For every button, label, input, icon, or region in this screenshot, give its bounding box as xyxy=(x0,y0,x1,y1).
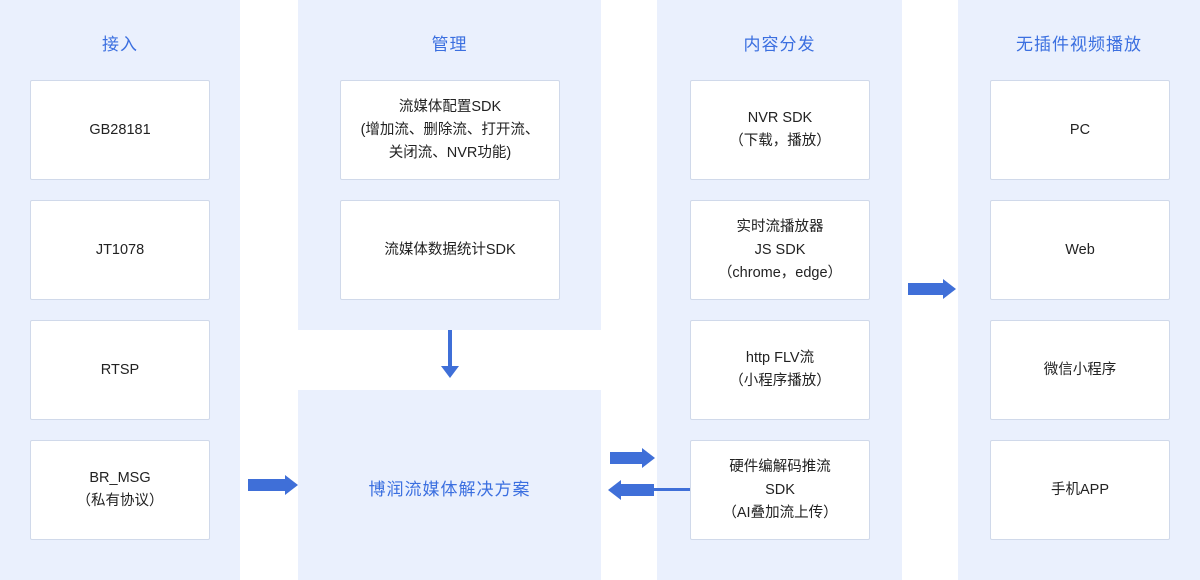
column-title-playback: 无插件视频播放 xyxy=(1016,35,1142,54)
node-line: JT1078 xyxy=(95,241,145,258)
node-line: BR_MSG xyxy=(89,470,151,486)
node-line: RTSP xyxy=(100,361,140,378)
node-gb28181[interactable]: GB28181 xyxy=(30,80,210,180)
column-title-management: 管理 xyxy=(431,35,468,54)
node-stream-config-sdk[interactable]: 流媒体配置SDK (增加流、删除流、打开流、 关闭流、NVR功能) xyxy=(340,80,560,180)
node-line: JS SDK xyxy=(754,241,806,258)
node-rtsp[interactable]: RTSP xyxy=(30,320,210,420)
node-line: NVR SDK xyxy=(747,110,813,126)
node-line: Web xyxy=(1065,241,1095,258)
node-line: （chrome，edge） xyxy=(717,264,843,281)
node-mobile-app[interactable]: 手机APP xyxy=(990,440,1170,540)
node-stream-stats-sdk[interactable]: 流媒体数据统计SDK xyxy=(340,200,560,300)
node-line: （小程序播放） xyxy=(729,373,831,389)
node-http-flv[interactable]: http FLV流 （小程序播放） xyxy=(690,320,870,420)
node-line: （下载，播放） xyxy=(729,133,831,149)
node-nvr-sdk[interactable]: NVR SDK （下载，播放） xyxy=(690,80,870,180)
connector-distribution-line xyxy=(654,488,690,491)
node-line: PC xyxy=(1069,121,1091,138)
node-realtime-player-js-sdk[interactable]: 实时流播放器 JS SDK （chrome，edge） xyxy=(690,200,870,300)
solution-title: 博润流媒体解决方案 xyxy=(368,480,531,499)
node-line: http FLV流 xyxy=(745,350,815,366)
node-line: GB28181 xyxy=(89,121,151,138)
node-line: 硬件编解码推流 xyxy=(729,458,831,475)
node-line: 实时流播放器 xyxy=(736,218,824,235)
node-br-msg[interactable]: BR_MSG （私有协议） xyxy=(30,440,210,540)
node-pc[interactable]: PC xyxy=(990,80,1170,180)
node-line: （AI叠加流上传） xyxy=(722,504,838,521)
node-web[interactable]: Web xyxy=(990,200,1170,300)
node-jt1078[interactable]: JT1078 xyxy=(30,200,210,300)
column-title-access: 接入 xyxy=(102,35,138,54)
node-line: SDK xyxy=(765,481,795,498)
node-line: 手机APP xyxy=(1050,481,1109,498)
node-line: 流媒体配置SDK xyxy=(398,98,502,115)
node-line: 关闭流、NVR功能) xyxy=(388,144,512,161)
node-line: 流媒体数据统计SDK xyxy=(384,241,516,258)
node-line: （私有协议） xyxy=(76,493,164,509)
node-wechat-miniprogram[interactable]: 微信小程序 xyxy=(990,320,1170,420)
solution-panel xyxy=(298,390,601,580)
node-line: (增加流、删除流、打开流、 xyxy=(360,121,540,138)
node-hardware-codec-push-sdk[interactable]: 硬件编解码推流 SDK （AI叠加流上传） xyxy=(690,440,870,540)
node-line: 微信小程序 xyxy=(1043,361,1117,378)
column-title-distribution: 内容分发 xyxy=(743,35,816,54)
